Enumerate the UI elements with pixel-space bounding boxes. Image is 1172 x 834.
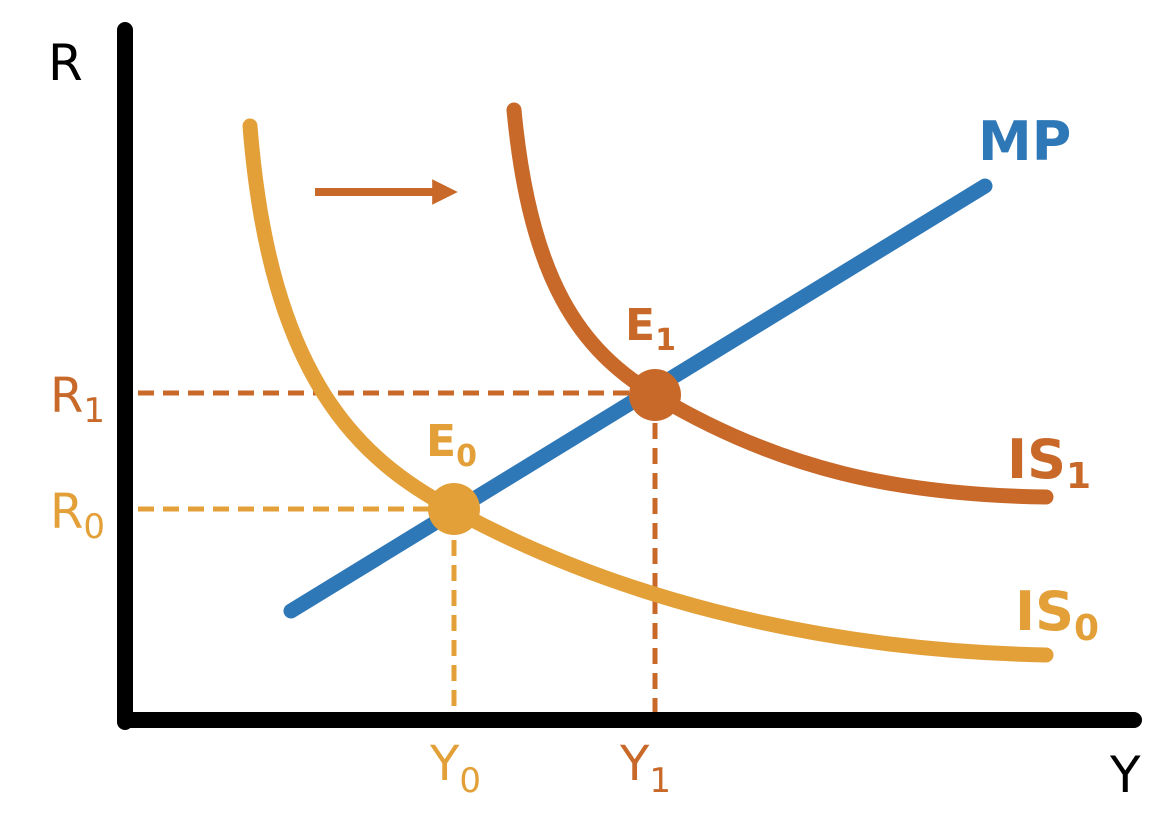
equilibrium-point-e0 xyxy=(428,483,480,535)
x-axis-label: Y xyxy=(1109,746,1141,804)
y1-tick-label: Y1 xyxy=(619,736,671,801)
r1-tick-label: R1 xyxy=(50,368,105,431)
y-axis-label: R xyxy=(48,34,83,92)
y0-tick-label: Y0 xyxy=(429,736,481,801)
e0-label: E0 xyxy=(426,416,477,474)
r0-tick-label: R0 xyxy=(50,484,105,547)
mp-label: MP xyxy=(978,110,1071,173)
is1-label: IS1 xyxy=(1007,428,1091,497)
e1-label: E1 xyxy=(625,300,676,358)
is0-label: IS0 xyxy=(1015,580,1099,649)
equilibrium-point-e1 xyxy=(629,369,681,421)
